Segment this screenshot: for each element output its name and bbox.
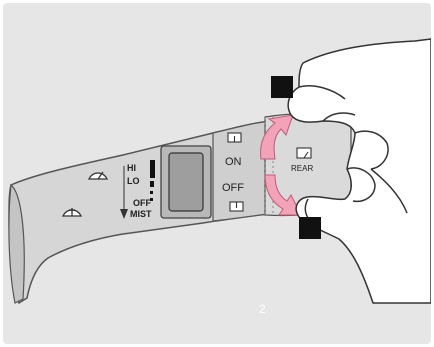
lever-slide-switch[interactable] [169,153,203,211]
rear-label-on: ON [225,156,242,168]
rear-label-rear: REAR [291,164,313,173]
rear-washer-icon-top [228,133,241,142]
lever-label-mist: MIST [130,209,152,219]
lever-label-hi: HI [127,163,136,173]
rear-wiper-icon [297,148,311,158]
rear-label-off: OFF [222,182,244,194]
lever-label-off: OFF [133,198,151,208]
callout-marker-2 [299,217,321,239]
page-number: 2 [259,302,266,316]
figure-frame: HI LO OFF MIST ON OFF REAR 2 [3,3,431,344]
wiper-lever-illustration: HI LO OFF MIST ON OFF REAR 2 [3,3,431,344]
rear-washer-icon-bottom [230,202,243,211]
callout-marker-1 [271,76,293,98]
lever-label-lo: LO [127,176,140,186]
